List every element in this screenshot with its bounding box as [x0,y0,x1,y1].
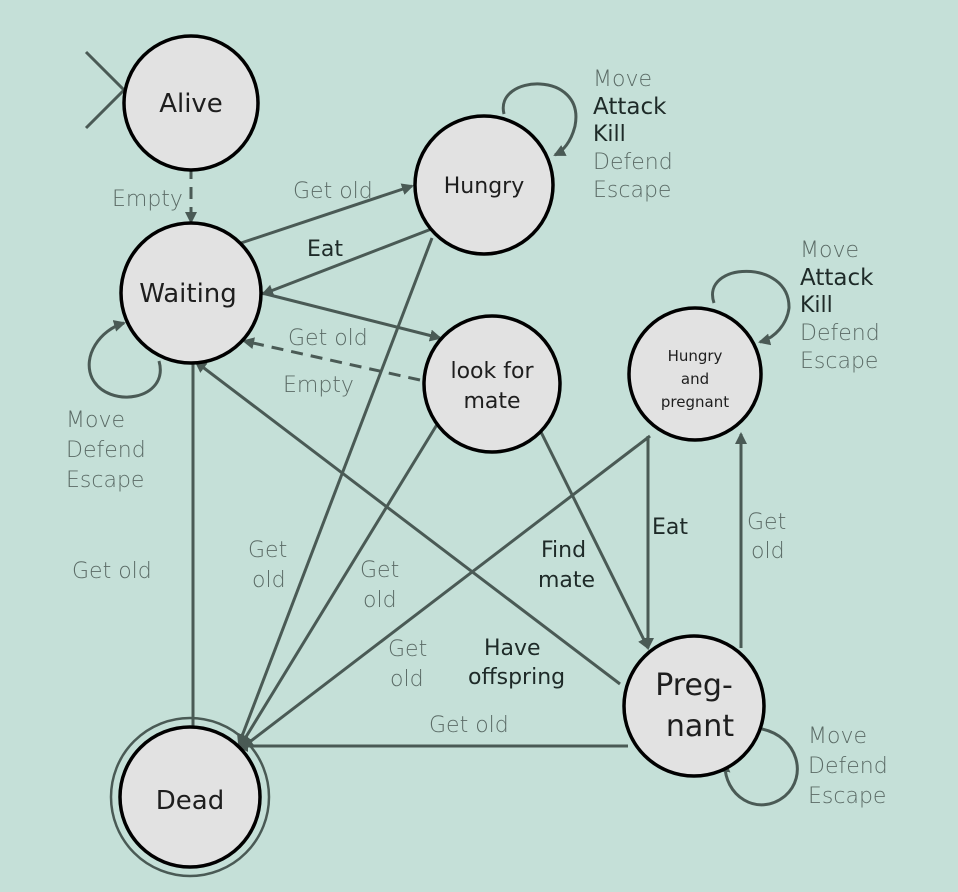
loop-hungry-attack: Attack [593,94,667,120]
loop-hungry-move: Move [593,67,652,92]
state-pregnant-label-2: nant [666,709,734,744]
label-pregnant-dead: Get old [429,713,509,738]
state-alive-label: Alive [159,89,223,119]
self-loop-waiting [87,320,162,399]
state-dead-label: Dead [156,786,224,816]
label-pregnant-waiting-1: Have [484,636,541,661]
label-hungry-dead-2: old [252,568,286,593]
state-hungry-pregnant[interactable]: Hungry and pregnant [627,306,763,442]
loop-pregnant-move: Move [808,724,867,749]
edge-waiting-hungry [240,183,414,245]
state-hungry-pregnant-label-2: and [681,370,709,388]
loop-hungry-escape: Escape [593,178,671,203]
loop-waiting-escape: Escape [66,468,144,493]
edge-hungry-dead [236,237,434,746]
state-look-for-mate[interactable]: look for mate [422,314,562,454]
label-mate-waiting: Empty [283,373,354,398]
label-mate-dead-2: old [363,588,397,613]
label-pregnant-hp-2: old [751,539,785,564]
edge-hp-dead [241,434,651,749]
label-pregnant-waiting-2: offspring [468,665,565,690]
loop-hungry-kill: Kill [593,122,626,147]
label-mate-dead-1: Get [360,558,399,583]
loop-waiting-move: Move [66,408,125,433]
edge-pregnant-waiting [194,360,621,686]
loop-hp-escape: Escape [800,349,878,374]
state-hungry-pregnant-label-1: Hungry [668,347,723,365]
edge-mate-waiting [242,337,421,382]
state-waiting[interactable]: Waiting [119,221,263,365]
label-pregnant-hp-1: Get [747,510,786,535]
loop-hp-move: Move [800,238,859,263]
self-loop-hungry-pregnant [711,269,791,346]
loop-hp-attack: Attack [800,265,874,291]
label-mate-pregnant-1: Find [541,538,586,563]
state-hungry-pregnant-label-3: pregnant [661,393,729,411]
state-pregnant-label-1: Preg- [655,668,733,703]
state-dead[interactable]: Dead [109,716,271,878]
label-mate-pregnant-2: mate [538,568,595,593]
label-hp-dead-1: Get [388,637,427,662]
state-pregnant[interactable]: Preg- nant [622,634,766,778]
state-dead-outer-ring [109,716,271,878]
loop-hp-kill: Kill [800,293,833,318]
state-hungry-label: Hungry [444,174,524,199]
label-waiting-dead: Get old [72,559,152,584]
loop-waiting-defend: Defend [66,438,146,463]
self-loop-hungry [501,82,578,157]
edge-mate-pregnant [537,427,650,650]
start-marker [84,50,127,130]
loop-pregnant-defend: Defend [808,754,888,779]
label-hp-dead-2: old [390,667,424,692]
state-waiting-label: Waiting [139,279,237,309]
edge-waiting-mate [257,290,442,342]
label-hungry-dead-1: Get [248,538,287,563]
edge-mate-dead [239,417,443,747]
self-loop-pregnant [718,727,799,807]
loop-hp-defend: Defend [800,321,880,346]
edge-hungry-waiting [261,226,435,296]
label-alive-waiting: Empty [112,187,183,212]
label-waiting-hungry: Get old [293,179,373,204]
label-waiting-mate: Get old [288,326,368,351]
state-look-for-mate-label-1: look for [450,359,534,384]
state-look-for-mate-label-2: mate [463,389,520,414]
loop-hungry-defend: Defend [593,150,673,175]
loop-pregnant-escape: Escape [808,784,886,809]
label-hungry-waiting: Eat [307,237,343,262]
label-hp-pregnant: Eat [652,515,688,540]
state-hungry[interactable]: Hungry [413,114,555,256]
state-alive[interactable]: Alive [122,34,260,172]
